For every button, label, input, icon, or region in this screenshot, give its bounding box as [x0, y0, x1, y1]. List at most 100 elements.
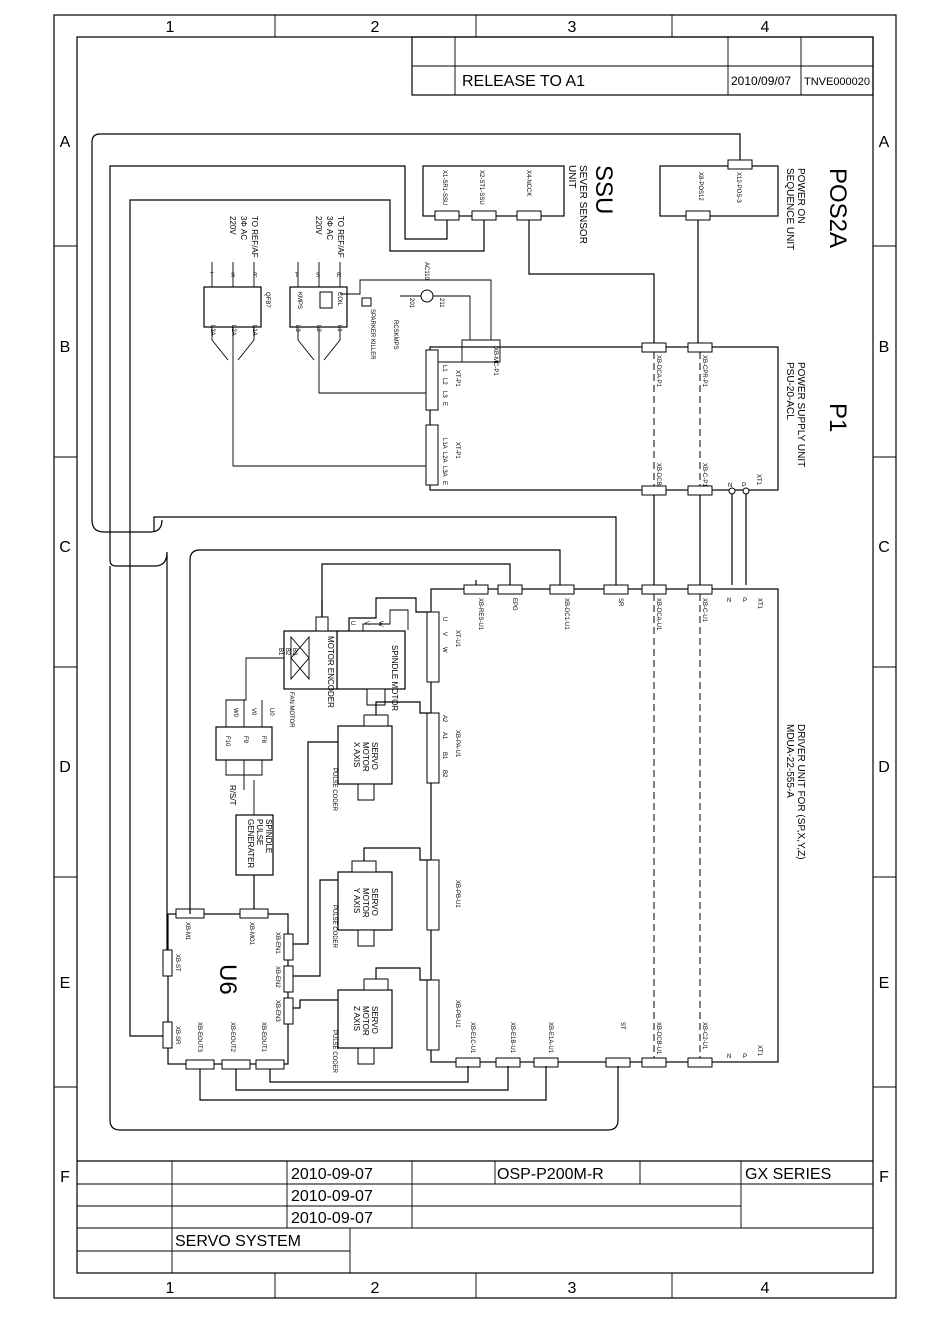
p1-ta-l3: L3	[441, 391, 447, 398]
p1-conn-dca: XB-DCA-P1	[655, 355, 661, 388]
p1-terminal: XT1	[755, 474, 761, 486]
p1-xtp1-b: XT-P1	[454, 442, 460, 459]
driver-bottom-connector	[641, 1057, 667, 1068]
u6-unit: U6 XB-M1 XB-MO1 XB-ST XB-SR XB-EN1 XB-EN…	[162, 908, 294, 1070]
kmps-spec2: 220V	[314, 216, 323, 235]
driver-terminal-top: XT1	[756, 598, 762, 610]
p1-terminal-block-a	[425, 349, 439, 411]
driver-xtu1-block	[426, 611, 440, 683]
p1-connector-c	[687, 485, 713, 496]
spindle-u: U	[349, 621, 355, 625]
p1-unit: P1 POWER SUPPLY UNIT PSU-20-ACL XB-DCA-P…	[425, 342, 851, 496]
p1-conn-dcb: XB-DCB-P1	[655, 463, 661, 496]
driver-xbpa-block	[426, 712, 440, 784]
kmps-spec1: 3Φ AC	[325, 216, 334, 240]
driver-side-xbpc: XB-PB-U1	[454, 1000, 460, 1028]
spindle-motor: SPINDLE MOTOR MOTOR ENCODER U V W FAN MO…	[277, 616, 406, 728]
row-f-right: F	[879, 1169, 889, 1186]
p1-tb-l3a: L3A	[441, 466, 447, 477]
col-3-bottom: 3	[568, 1280, 577, 1297]
driver-top-connector-label: SR	[617, 598, 623, 607]
spg-line2: PULSE	[255, 819, 264, 845]
fan-icon	[290, 635, 310, 681]
p1-n: N	[728, 483, 732, 489]
u6-lbl-eout2: XB-EOUT2	[229, 1022, 235, 1053]
motor-encoder-label: MOTOR ENCODER	[326, 636, 335, 708]
u6-lbl-en3: XB-EN3	[274, 1000, 280, 1022]
driver-bottom-connector-label: XB-C2-U1	[701, 1022, 707, 1050]
p1-terminal-block-b	[425, 424, 439, 486]
driver-bottom-connector-label: XB-DCB-U1	[655, 1022, 661, 1055]
ssu-connector-x1	[434, 210, 460, 221]
row-c-right: C	[878, 539, 890, 556]
pos2a-conn-x8: X8-POS12	[697, 172, 703, 201]
kmps-coil-label: COIL	[336, 292, 342, 307]
kmps-coil	[319, 291, 333, 309]
row-e-right: E	[879, 975, 890, 992]
driver-bottom-connector	[495, 1057, 521, 1068]
driver-t-v: V	[441, 632, 447, 636]
driver-t-w: W	[441, 647, 447, 653]
driver-bottom-connector-label: XB-E1C-U1	[469, 1022, 475, 1054]
qfb7-r: R	[253, 273, 258, 279]
driver-top-connector	[641, 584, 667, 595]
title-date-1: 2010-09-07	[291, 1166, 373, 1183]
servo-x-line3: X AXIS	[352, 742, 361, 767]
servo-y-pulse-coder: PULSE CODER	[331, 905, 337, 949]
w201-label: 201	[408, 298, 414, 309]
driver-xbpb-block	[426, 859, 440, 931]
driver-side-xtu1: XT-U1	[454, 630, 460, 648]
servo-motor-y: SERVO MOTOR Y AXIS PULSE CODER	[331, 860, 393, 949]
kmps-l3: L3	[294, 325, 300, 332]
u6-lbl-sr: XB-SR	[174, 1026, 180, 1045]
driver-terminal-bottom: XT1	[756, 1045, 762, 1057]
title-date-3: 2010-09-07	[291, 1210, 373, 1227]
qfb7-label: QFB7	[264, 292, 270, 308]
fan-b2: B2	[284, 648, 290, 656]
ssu-conn-x4: X4-NCCK	[525, 170, 531, 196]
kmps-r: R	[337, 273, 342, 279]
kmps-t: T	[295, 273, 299, 279]
pos2a-desc1: POWER ON	[795, 168, 806, 224]
u6-conn-en1	[283, 933, 294, 961]
driver-bottom-connector-label: ST	[619, 1022, 625, 1030]
p1-conn-c: XB-C-P1	[701, 463, 707, 487]
driver-bottom-connector	[533, 1057, 559, 1068]
u6-lbl-m1: XB-M1	[184, 922, 190, 941]
spark-killer-label: SPARKER KILLER	[369, 309, 375, 360]
driver-desc1: DRIVER UNIT FOR (SP,X,Y,Z)	[795, 724, 806, 860]
row-e-left: E	[60, 975, 71, 992]
row-b-right: B	[879, 339, 890, 356]
p1-p-terminal	[742, 487, 750, 495]
p1-ta-l2: L2	[441, 378, 447, 385]
row-d-left: D	[59, 759, 71, 776]
kmps-source: TO REF/AF	[336, 216, 345, 258]
driver-top-connector	[463, 584, 489, 595]
driver-top-connector	[687, 584, 713, 595]
kmps-label: KMPS	[296, 292, 302, 309]
servo-x-line1: SERVO	[370, 742, 379, 770]
u6-name: U6	[214, 964, 241, 995]
row-markers: A B C D E F A B C D E F	[54, 134, 896, 1186]
column-markers: 1 2 3 4 1 2 3 4	[166, 15, 770, 1298]
servo-motor-x: SERVO MOTOR X AXIS PULSE CODER	[331, 714, 393, 812]
kmps-l2: L2	[315, 325, 321, 332]
spark-killer: SPARKER KILLER RCSKMPS AC110 201 211	[361, 262, 444, 360]
pos2a-connector-x12	[727, 159, 753, 170]
u6-conn-sr	[162, 1021, 173, 1049]
revision-table: RELEASE TO A1 2010/09/07 TNVE000020	[411, 36, 874, 96]
driver-n-bottom: N	[727, 1054, 731, 1060]
driver-p-top: P	[743, 598, 747, 604]
p1-connector-cpr	[687, 342, 713, 353]
u6-conn-en2	[283, 965, 294, 993]
revision-date: 2010/09/07	[731, 74, 791, 88]
driver-top-connector-label: XB-DCA-U1	[655, 598, 661, 631]
p1-desc2: PSU-20-ACL	[784, 362, 795, 420]
spindle-v: V	[363, 621, 369, 625]
p1-name: P1	[824, 403, 851, 432]
pos2a-conn-x12: X12-POS-3	[735, 172, 741, 203]
p1-n-terminal	[728, 487, 736, 495]
title-drawing: SERVO SYSTEM	[175, 1233, 301, 1250]
p1-tb-e: E	[441, 481, 447, 485]
driver-top-connector	[549, 584, 575, 595]
